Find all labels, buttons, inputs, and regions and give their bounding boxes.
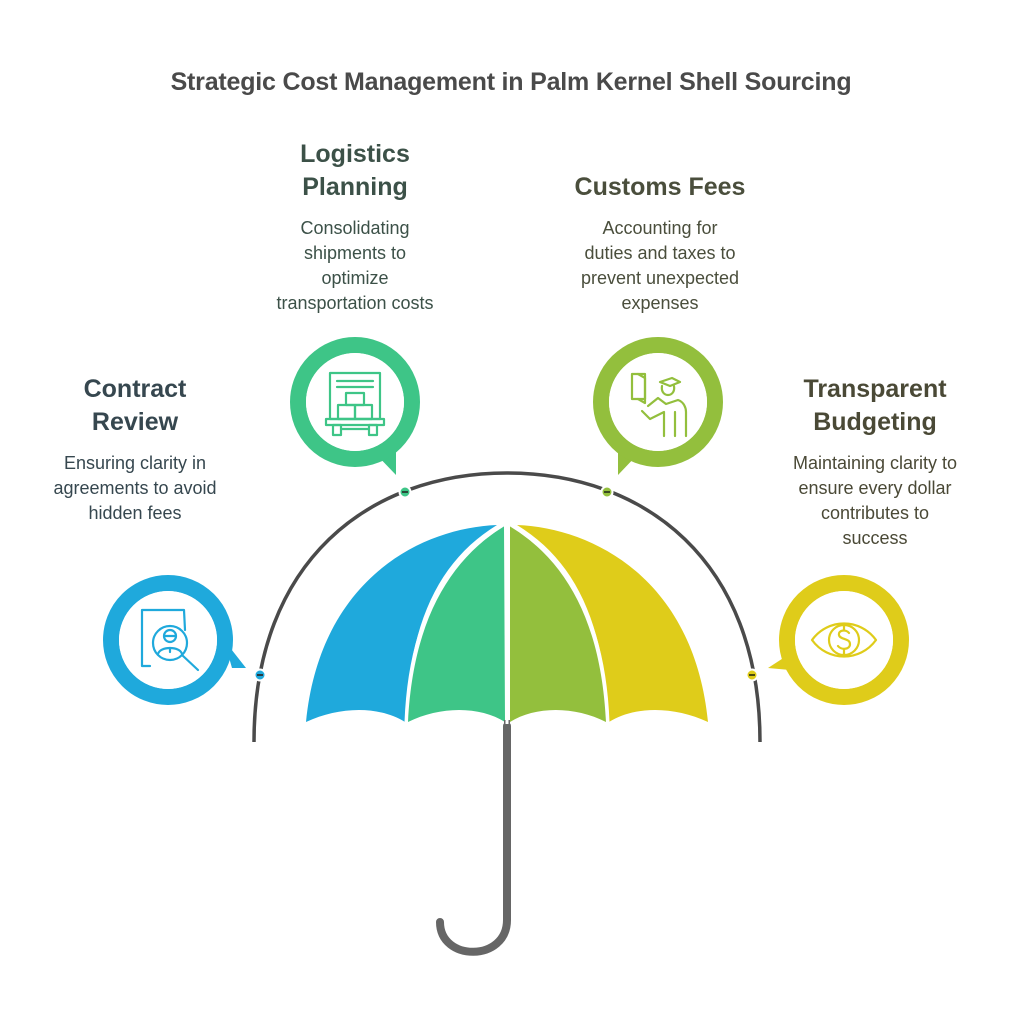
heading-line: Transparent <box>803 375 947 403</box>
desc-line: Consolidating <box>300 218 410 238</box>
canopy-panel-customs <box>510 526 606 722</box>
customs-fees-block: Customs Fees Accounting for duties and ta… <box>545 171 775 316</box>
desc-line: Ensuring clarity in <box>63 453 207 473</box>
desc-line: hidden fees <box>88 503 182 523</box>
canopy-panel-contract <box>306 525 497 722</box>
umbrella-handle <box>436 722 511 956</box>
customs-officer-passport-icon <box>630 372 688 438</box>
umbrella-canopy <box>306 525 708 730</box>
diagram-title: Strategic Cost Management in Palm Kernel… <box>170 68 852 96</box>
outer-arc <box>252 471 762 743</box>
contract-review-bubble <box>103 575 246 705</box>
heading-line: Review <box>91 408 179 436</box>
desc-line: shipments to <box>303 243 407 263</box>
desc-line: optimize <box>321 268 389 288</box>
desc-line: prevent unexpected <box>580 268 740 288</box>
document-search-person-icon <box>140 608 200 672</box>
desc-line: contributes to <box>820 503 930 523</box>
delivery-truck-boxes-icon <box>324 371 386 437</box>
desc-line: transportation costs <box>276 293 434 313</box>
transparent-budgeting-bubble <box>768 575 909 705</box>
logistics-planning-description: Consolidating shipments to optimize transpo… <box>250 216 460 316</box>
customs-fees-bubble <box>593 337 723 475</box>
desc-line: agreements to avoid <box>53 478 217 498</box>
transparent-budgeting-description: Maintaining clarity to ensure every dolla… <box>765 451 985 551</box>
desc-line: Maintaining clarity to <box>792 453 958 473</box>
canopy-panel-logistics <box>408 526 505 722</box>
canopy-ribs <box>404 522 610 724</box>
desc-line: Accounting for <box>602 218 718 238</box>
customs-fees-heading: Customs Fees <box>574 173 746 201</box>
desc-line: ensure every dollar <box>798 478 952 498</box>
customs-fees-description: Accounting for duties and taxes to prevent… <box>545 216 775 316</box>
logistics-planning-bubble <box>290 337 420 475</box>
canopy-panel-budget <box>517 525 708 722</box>
heading-line: Contract <box>83 375 187 403</box>
heading-line: Planning <box>302 173 408 201</box>
eye-dollar-icon <box>810 622 878 658</box>
heading-line: Budgeting <box>813 408 937 436</box>
desc-line: expenses <box>621 293 699 313</box>
heading-line: Logistics <box>300 140 410 168</box>
desc-line: duties and taxes to <box>584 243 736 263</box>
contract-review-description: Ensuring clarity in agreements to avoid hi… <box>25 451 245 526</box>
desc-line: success <box>842 528 908 548</box>
